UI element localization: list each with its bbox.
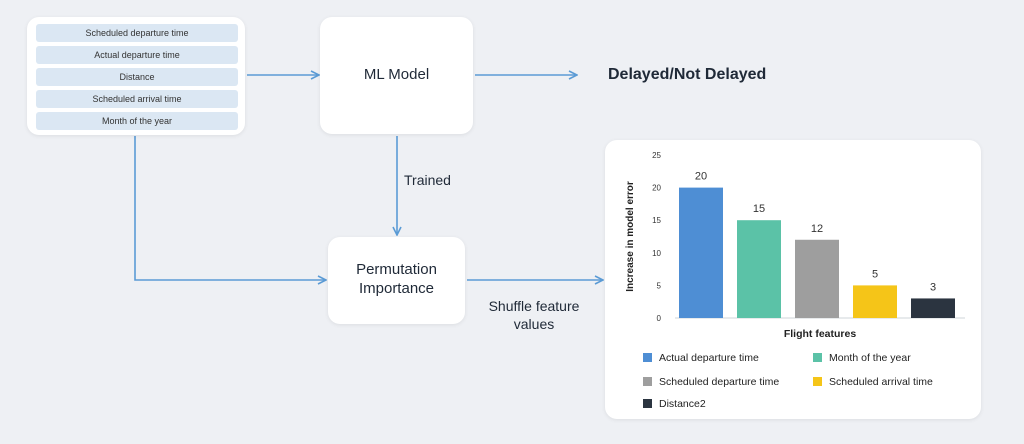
ml-model-box: ML Model [320,17,473,134]
bar [737,220,781,318]
shuffle-label-line1: Shuffle feature [488,298,580,314]
feature-pill: Month of the year [36,112,238,130]
bar [679,187,723,318]
bar-value-label: 5 [872,268,878,280]
y-tick-label: 5 [657,281,662,290]
y-tick-label: 15 [652,216,661,225]
feature-pill: Distance [36,68,238,86]
feature-pill: Scheduled departure time [36,24,238,42]
arrow-features-to-permutation [134,136,325,280]
legend-item: Distance2 [643,398,706,410]
legend-item: Scheduled arrival time [813,376,933,388]
legend-swatch [643,399,652,408]
legend-swatch [813,353,822,362]
permutation-label-line2: Importance [358,280,435,297]
input-features-card: Scheduled departure time Actual departur… [27,17,245,135]
y-tick-label: 20 [652,184,661,193]
ml-model-label: ML Model [363,66,430,83]
bar [853,285,897,318]
bar-value-label: 20 [695,171,707,183]
y-tick-label: 25 [652,151,661,160]
bar [911,298,955,318]
legend-swatch [813,377,822,386]
y-axis-label: Increase in model error [625,181,636,292]
permutation-label-line1: Permutation [356,261,437,278]
legend-item: Scheduled departure time [643,376,779,388]
feature-pill: Scheduled arrival time [36,90,238,108]
legend-item: Actual departure time [643,352,759,364]
legend-label: Scheduled arrival time [829,376,933,388]
x-axis-label: Flight features [784,328,857,340]
legend-label: Actual departure time [659,352,759,364]
legend-item: Month of the year [813,352,911,364]
bar-value-label: 12 [811,223,823,235]
y-tick-label: 0 [657,314,662,323]
shuffle-label-line2: values [513,316,555,332]
trained-label: Trained [404,172,451,188]
legend-swatch [643,353,652,362]
legend-swatch [643,377,652,386]
output-label: Delayed/Not Delayed [608,66,767,83]
permutation-importance-box: Permutation Importance [328,237,465,324]
legend-label: Distance2 [659,398,706,410]
feature-pill: Actual departure time [36,46,238,64]
shuffle-label: Shuffle feature values [478,297,590,333]
bar [795,239,839,318]
legend-label: Scheduled departure time [659,376,780,388]
y-tick-label: 10 [652,249,661,258]
bar-value-label: 15 [753,203,765,215]
legend-label: Month of the year [829,352,911,364]
bar-value-label: 3 [930,281,936,293]
